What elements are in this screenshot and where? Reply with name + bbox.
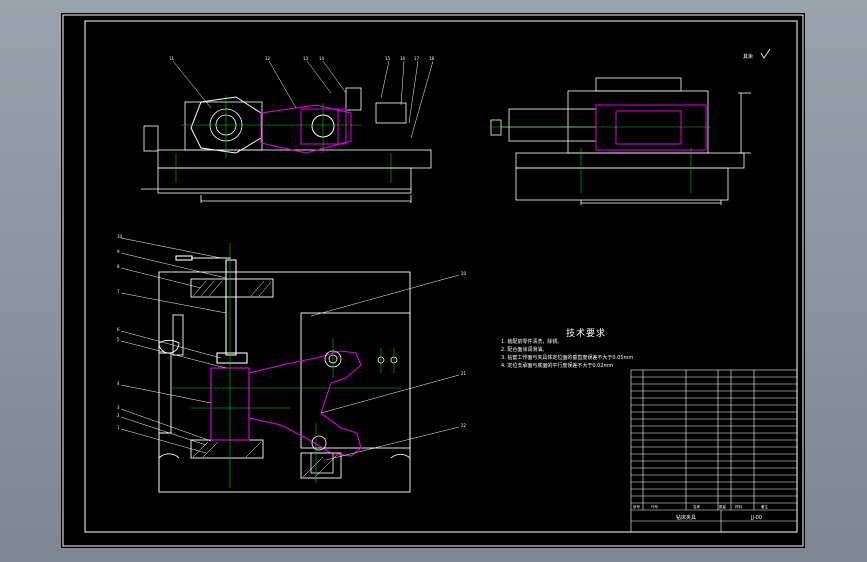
callout-22: 22 [461,423,467,428]
header-code: 代号 [651,504,659,509]
side-view-highlight [595,104,707,151]
header-material: 材料 [735,504,743,509]
title-block-drawing-no: JJ-00 [750,515,762,521]
callout-6: 6 [117,327,120,332]
title-block-name: 钻床夹具 [676,514,696,521]
cad-drawing: 11 12 13 14 15 16 17 18 [62,14,804,547]
callout-9: 9 [117,249,120,254]
callout-7: 7 [117,289,120,294]
callout-18: 18 [429,56,435,61]
callout-1: 1 [117,425,120,430]
tech-title: 技术要求 [566,329,607,339]
main-view-centerlines [171,243,401,488]
side-view-centerlines [491,126,711,193]
header-qty: 数量 [719,504,727,509]
callout-8: 8 [117,264,120,269]
callout-5: 5 [117,337,120,342]
callout-14: 14 [319,56,325,61]
top-leaders [172,60,434,139]
main-view-parts [310,350,398,474]
main-view-base [158,271,411,493]
drawing-sheet: 11 12 13 14 15 16 17 18 [61,13,805,548]
callout-17: 17 [414,56,420,61]
callout-3: 3 [117,405,120,410]
header-remark: 备注 [761,504,769,509]
tech-note-3: 3. 钻套工作面与夹具体定位面的垂直度误差不大于0.05mm [501,355,634,361]
callout-4: 4 [117,381,120,386]
callout-2: 2 [117,413,120,418]
front-view [141,87,432,203]
tech-note-1: 1. 装配前零件清洗，除锈。 [501,339,563,345]
front-view-highlight [260,104,352,154]
roughness-icon [760,48,771,59]
right-leaders [310,274,460,461]
callout-11: 11 [169,56,175,61]
callout-20: 20 [461,271,467,276]
callout-15: 15 [385,56,391,61]
tech-note-2: 2. 配合面涂润滑油。 [501,347,548,353]
front-view-centerlines [175,95,392,183]
inner-frame [84,20,798,533]
roughness-label: 其余 [743,53,753,60]
callout-13: 13 [303,56,309,61]
parts-list [630,369,798,533]
callout-16: 16 [400,56,406,61]
side-view [490,77,751,205]
header-seq: 序号 [633,504,641,509]
callout-21: 21 [461,371,467,376]
callout-12: 12 [265,56,271,61]
tech-note-4: 4. 定位支承面与底面的平行度误差不大于0.02mm [501,363,614,369]
outer-frame [62,14,804,547]
callout-10: 10 [117,234,123,239]
header-name: 名称 [693,504,701,509]
left-leaders [120,237,227,454]
